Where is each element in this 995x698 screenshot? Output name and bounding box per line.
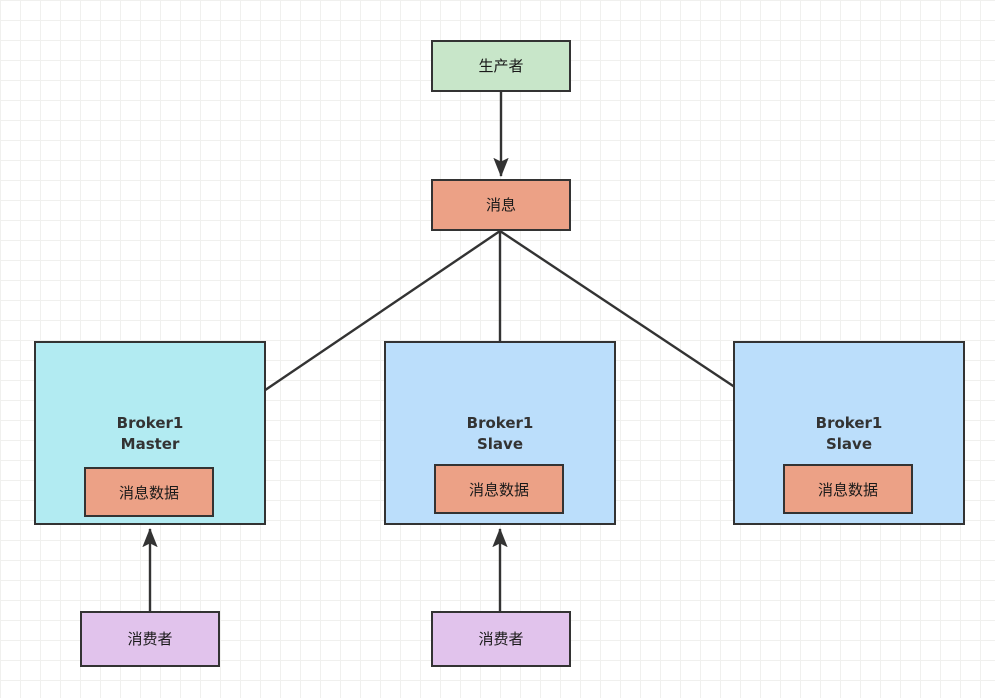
node-message-data-1[interactable]: 消息数据 (84, 467, 214, 517)
broker1-slave-a-label: Broker1 Slave (466, 414, 534, 454)
node-message[interactable]: 消息 (431, 179, 571, 231)
node-message-data-2[interactable]: 消息数据 (434, 464, 564, 514)
broker1-slave-b-label: Broker1 Slave (815, 414, 883, 454)
node-consumer-1[interactable]: 消费者 (80, 611, 220, 667)
node-producer[interactable]: 生产者 (431, 40, 571, 92)
broker1-master-label: Broker1 Master (116, 414, 184, 454)
node-message-data-3[interactable]: 消息数据 (783, 464, 913, 514)
node-consumer-2[interactable]: 消费者 (431, 611, 571, 667)
